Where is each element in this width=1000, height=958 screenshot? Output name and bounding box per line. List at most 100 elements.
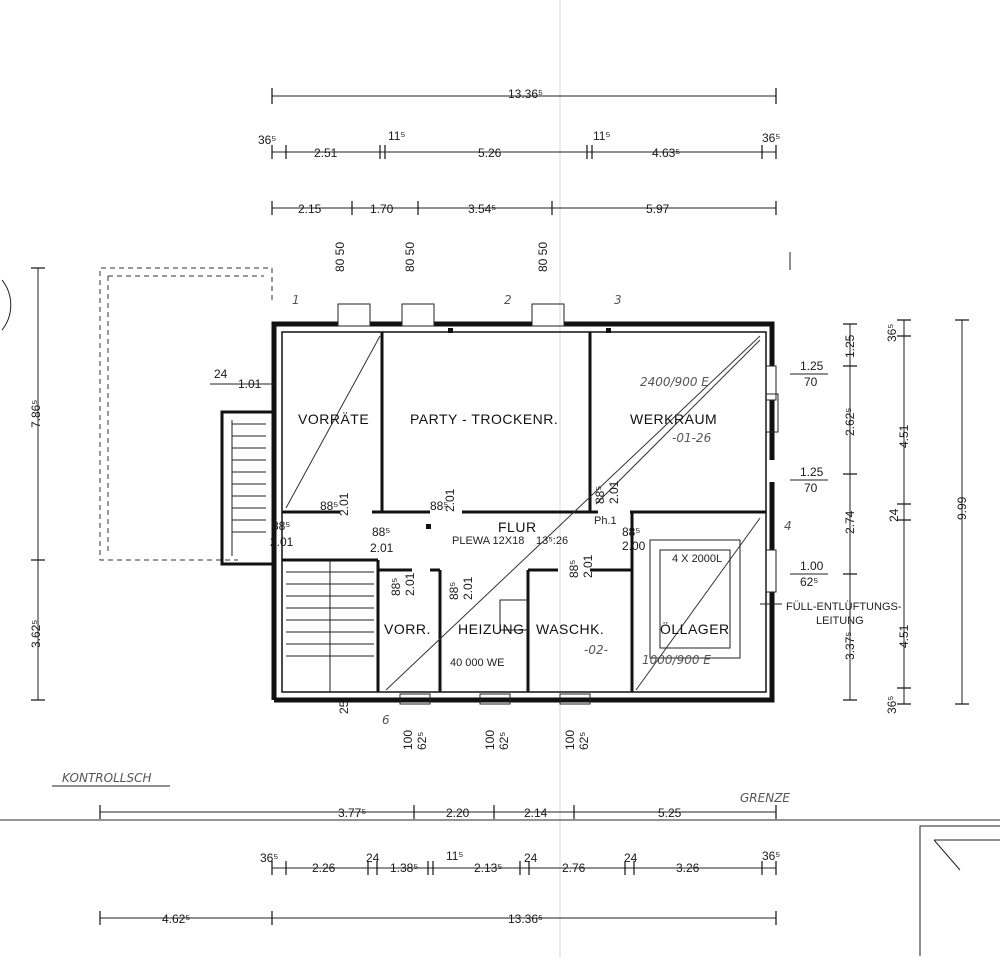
corner-num-4: 4 <box>784 519 792 533</box>
door-1-width: 88⁵ <box>272 519 290 533</box>
top-dim-3-0: 2.15 <box>298 202 322 216</box>
top-dim-2-5: 4.63⁵ <box>652 146 680 160</box>
top-dim-2-3: 5.26 <box>478 146 502 160</box>
bottom-dim-3-left: 4.62⁵ <box>162 912 190 926</box>
right-mid-1: 4.51 <box>897 424 911 448</box>
door-3-width: 88⁵ <box>372 525 390 539</box>
top-dim-3-2: 3.54⁵ <box>468 202 496 216</box>
left-wall-dim: 24 <box>214 367 228 381</box>
door-9-height: 2.01 <box>607 480 621 504</box>
bottom-dim-1-3: 5.25 <box>658 806 682 820</box>
door-6-width: 88⁵ <box>389 578 403 596</box>
grenze-note: GRENZE <box>740 791 790 805</box>
bottom-dim-2-0: 36⁵ <box>260 851 278 865</box>
bottom-open-3: 62⁵ <box>497 732 511 750</box>
left-stair-dim: 1.01 <box>238 377 262 391</box>
left-upper-dim: 7.86⁵ <box>29 400 43 428</box>
corner-num-2: 2 <box>504 293 512 307</box>
door-3-height: 2.01 <box>370 541 394 555</box>
bottom-dimension-chains: 3.77⁵ 2.20 2.14 5.25 36⁵ 2.26 24 1.38⁵ 1… <box>99 805 780 926</box>
opening-2-height: 70 <box>804 481 818 495</box>
leitung-note: LEITUNG <box>816 615 864 627</box>
right-inner-2: 2.74 <box>843 510 857 534</box>
room-heizung: HEIZUNG <box>458 621 525 637</box>
bottom-dim-2-8: 24 <box>624 851 638 865</box>
bottom-open-2: 100 <box>483 730 497 750</box>
door-6-height: 2.01 <box>403 572 417 596</box>
door-2-height: 2.01 <box>337 492 351 516</box>
terrace-outline <box>1 267 273 561</box>
right-mid-3: 4.51 <box>897 624 911 648</box>
interior-stair <box>286 560 374 692</box>
corner-num-1: 1 <box>292 293 300 307</box>
top-dimension-chains: 13.36⁵ 36⁵ 2.51 11⁵ 5.26 11⁵ 4.63⁵ 36⁵ 2… <box>258 87 791 272</box>
door-8-height: 2.01 <box>581 554 595 578</box>
fuell-note: FÜLL-ENTLÜFTUNGS- <box>786 601 902 613</box>
room-werkraum: WERKRAUM <box>630 411 717 427</box>
room-party: PARTY - TROCKENR. <box>410 411 558 427</box>
room-vorraete: VORRÄTE <box>298 411 369 427</box>
chimney-note: 13⁵:26 <box>536 535 568 547</box>
door-4-width: 88⁵ <box>430 499 448 513</box>
window-dim-2: 80 50 <box>403 242 417 272</box>
boiler-note: 40 000 WE <box>450 657 504 669</box>
waschk-code: -02- <box>584 643 608 657</box>
bottom-dim-3-total: 13.36⁵ <box>508 912 543 926</box>
ph-note: Ph.1 <box>594 515 617 527</box>
right-mid-0: 36⁵ <box>885 324 899 342</box>
opening-3-height: 62⁵ <box>800 575 818 589</box>
kontrollsch-note: KONTROLLSCH <box>62 771 151 785</box>
top-dim-2-0: 36⁵ <box>258 133 276 147</box>
neighbour-corner <box>919 825 1000 956</box>
bottom-dim-2-3: 1.38⁵ <box>390 861 418 875</box>
bottom-opening-labels: 100 62⁵ 100 62⁵ 100 62⁵ <box>401 730 591 750</box>
opening-1-height: 70 <box>804 375 818 389</box>
left-dimension-chains: 7.86⁵ 3.62⁵ 24 1.01 25 <box>29 267 351 714</box>
oil-tank-outline <box>649 539 741 659</box>
bottom-dim-2-6: 24 <box>524 851 538 865</box>
top-dim-3-1: 1.70 <box>370 202 394 216</box>
plewa-note: PLEWA 12X18 <box>452 535 524 547</box>
top-total-dim: 13.36⁵ <box>508 87 543 101</box>
door-7-width: 88⁵ <box>447 582 461 600</box>
right-inner-3: 3.37⁵ <box>843 632 857 660</box>
window-dim-1: 80 50 <box>333 242 347 272</box>
bottom-dim-2-7: 2.76 <box>562 861 586 875</box>
door-labels: 88⁵ 2.01 88⁵ 2.01 88⁵ 2.01 88⁵ 2.01 88⁵ … <box>270 480 646 600</box>
bottom-dim-2-4: 11⁵ <box>446 849 463 863</box>
room-waschk: WASCHK. <box>536 621 604 637</box>
right-mid-4: 36⁵ <box>885 696 899 714</box>
werkraum-code: -01-26 <box>672 431 712 445</box>
top-dim-2-4: 11⁵ <box>593 129 610 143</box>
bottom-open-4: 100 <box>563 730 577 750</box>
room-vorr: VORR. <box>384 621 431 637</box>
bottom-open-5: 62⁵ <box>577 732 591 750</box>
bottom-dim-2-5: 2.13⁵ <box>474 861 502 875</box>
top-dim-2-6: 36⁵ <box>762 131 780 145</box>
door-8-width: 88⁵ <box>567 560 581 578</box>
oellager-handnote: 1000/900 E <box>642 653 711 667</box>
bottom-dim-2-10: 36⁵ <box>762 849 780 863</box>
werkraum-handnote: 2400/900 E <box>640 375 709 389</box>
corner-num-6: 6 <box>382 713 390 727</box>
top-dim-2-1: 2.51 <box>314 146 338 160</box>
bottom-dim-2-1: 2.26 <box>312 861 336 875</box>
top-dim-2-2: 11⁵ <box>388 129 405 143</box>
room-oellager: ÖLLAGER <box>660 620 730 637</box>
bottom-dim-2-9: 3.26 <box>676 861 700 875</box>
window-dim-3: 80 50 <box>536 242 550 272</box>
opening-1-width: 1.25 <box>800 359 824 373</box>
room-flur: FLUR <box>498 519 537 535</box>
oil-tank-inner <box>659 549 731 649</box>
bottom-open-0: 100 <box>401 730 415 750</box>
right-inner-0: 1.25 <box>843 334 857 358</box>
bottom-open-1: 62⁵ <box>415 732 429 750</box>
right-inner-1: 2.62⁵ <box>843 408 857 436</box>
room-labels: VORRÄTE PARTY - TROCKENR. WERKRAUM FLUR … <box>298 411 730 637</box>
top-dim-3-3: 5.97 <box>646 202 670 216</box>
right-total: 9.99 <box>955 496 969 520</box>
door-5-height: 2.00 <box>622 539 646 553</box>
left-lower-dim: 3.62⁵ <box>29 620 43 648</box>
left-base-dim: 25 <box>337 700 351 714</box>
